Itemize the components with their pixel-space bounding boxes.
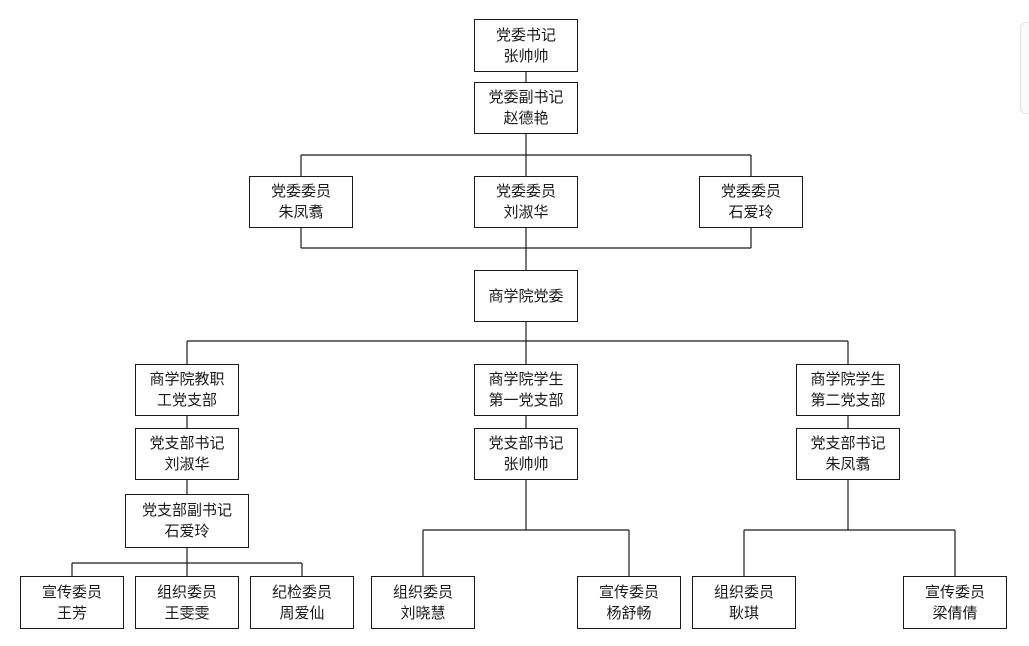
- node-title: 宣传委员: [924, 582, 985, 601]
- node-title: 党支部副书记: [141, 501, 232, 519]
- node-person: 张帅帅: [503, 46, 549, 65]
- node-title: 工党支部: [156, 391, 217, 409]
- branch-node: 商学院学生 第一党支部: [474, 364, 578, 416]
- node-title: 组织委员: [156, 582, 217, 601]
- node-title: 宣传委员: [41, 582, 102, 601]
- branch-member-node: 宣传委员 杨舒畅: [577, 576, 681, 629]
- node-title: 商学院党委: [488, 286, 564, 305]
- node-title: 商学院学生: [488, 370, 564, 388]
- node-person: 石爱玲: [728, 203, 774, 221]
- node-person: 刘淑华: [164, 455, 210, 473]
- party-secretary-node: 党委书记 张帅帅: [474, 19, 578, 72]
- branch-secretary-node: 党支部书记 朱凤翥: [796, 428, 900, 480]
- committee-member-node: 党委委员 石爱玲: [699, 176, 803, 228]
- node-person: 朱凤翥: [278, 203, 324, 221]
- node-title: 党支部书记: [488, 434, 564, 452]
- node-person: 杨舒畅: [606, 603, 652, 622]
- node-title: 党委副书记: [488, 88, 564, 106]
- node-person: 石爱玲: [164, 522, 210, 540]
- node-person: 梁倩倩: [932, 603, 978, 622]
- node-person: 刘淑华: [503, 203, 549, 221]
- node-title: 党委委员: [270, 182, 331, 200]
- branch-member-node: 组织委员 刘晓慧: [371, 576, 475, 629]
- node-title: 组织委员: [713, 582, 774, 601]
- branch-member-node: 纪检委员 周爱仙: [250, 576, 354, 629]
- node-person: 朱凤翥: [825, 455, 871, 473]
- committee-member-node: 党委委员 朱凤翥: [249, 176, 353, 228]
- node-title: 党支部书记: [149, 434, 225, 452]
- node-title: 商学院学生: [810, 370, 886, 388]
- node-person: 张帅帅: [503, 455, 549, 473]
- node-title: 宣传委员: [598, 582, 659, 601]
- node-title: 第一党支部: [488, 391, 564, 409]
- side-scroll-tab[interactable]: [1020, 22, 1029, 114]
- branch-node: 商学院学生 第二党支部: [796, 364, 900, 416]
- branch-node: 商学院教职 工党支部: [135, 364, 239, 416]
- node-title: 党支部书记: [810, 434, 886, 452]
- deputy-secretary-node: 党委副书记 赵德艳: [474, 82, 578, 134]
- node-person: 耿琪: [728, 603, 759, 622]
- branch-member-node: 组织委员 王雯雯: [135, 576, 239, 629]
- branch-secretary-node: 党支部书记 张帅帅: [474, 428, 578, 480]
- branch-deputy-secretary-node: 党支部副书记 石爱玲: [125, 494, 249, 548]
- node-title: 组织委员: [392, 582, 453, 601]
- node-person: 王雯雯: [164, 603, 210, 622]
- node-title: 党委委员: [720, 182, 781, 200]
- node-title: 党委书记: [495, 25, 556, 44]
- node-title: 第二党支部: [810, 391, 886, 409]
- node-person: 王芳: [56, 603, 87, 622]
- branch-member-node: 组织委员 耿琪: [692, 576, 796, 629]
- branch-member-node: 宣传委员 王芳: [20, 576, 124, 629]
- node-person: 刘晓慧: [400, 603, 446, 622]
- branch-secretary-node: 党支部书记 刘淑华: [135, 428, 239, 480]
- node-person: 赵德艳: [503, 109, 549, 127]
- committee-member-node: 党委委员 刘淑华: [474, 176, 578, 228]
- branch-member-node: 宣传委员 梁倩倩: [903, 576, 1007, 629]
- node-title: 纪检委员: [271, 582, 332, 601]
- node-title: 商学院教职: [149, 370, 225, 388]
- node-title: 党委委员: [495, 182, 556, 200]
- school-party-committee-node: 商学院党委: [474, 270, 578, 322]
- node-person: 周爱仙: [279, 603, 325, 622]
